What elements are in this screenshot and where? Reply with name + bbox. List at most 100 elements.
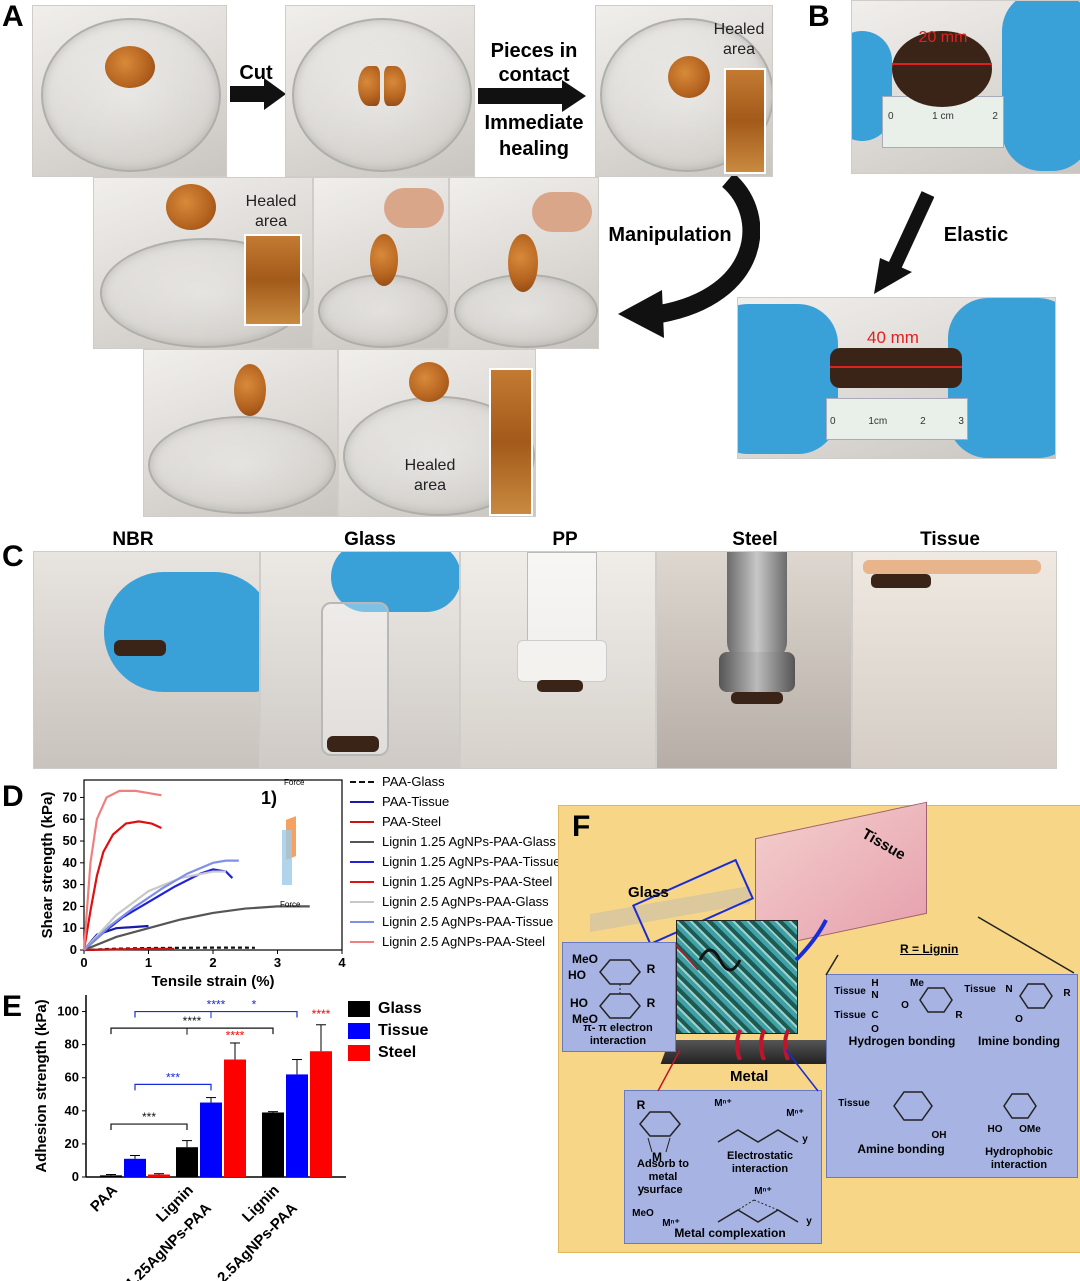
x-tick-label: 2 (209, 955, 216, 970)
legend-e-swatch (348, 1045, 370, 1061)
legend-swatch (350, 800, 374, 803)
legend-label: PAA-Steel (382, 814, 442, 829)
y-tick-label: 60 (63, 811, 77, 826)
legend-label: Lignin 1.25 AgNPs-PAA-Tissue (382, 854, 561, 869)
legend-swatch (350, 820, 374, 823)
legend-label: PAA-Glass (382, 774, 445, 789)
elastic-label: Elastic (943, 224, 1009, 246)
legend-e-item-0: Glass (348, 1000, 422, 1018)
f-r-2: R (646, 996, 656, 1010)
legend-item-5: Lignin 1.25 AgNPs-PAA-Steel (350, 874, 552, 889)
y-tick-label: 0 (72, 1169, 79, 1184)
f-m: M (652, 1150, 662, 1164)
photo-gel-in-dish (32, 5, 227, 177)
hydrogen-bonding-label: Hydrogen bonding (848, 1034, 956, 1048)
f-tissue-3: Tissue (964, 984, 996, 995)
legend-e-label: Tissue (378, 1022, 429, 1039)
legend-label: Lignin 1.25 AgNPs-PAA-Glass (382, 834, 556, 849)
elastic-arrow (874, 191, 934, 294)
f-r-5: R (955, 1010, 963, 1021)
sig-red-2: **** (312, 1007, 331, 1021)
series-line-0 (83, 946, 255, 952)
panel-b-letter: B (808, 0, 830, 33)
legend-e-swatch (348, 1023, 370, 1039)
f-r-6: R (1063, 988, 1071, 999)
inset-force-top: Force (284, 778, 305, 787)
bar-0-1 (124, 1158, 146, 1177)
series-line-6 (83, 870, 226, 951)
photo-nbr (33, 551, 260, 769)
material-tissue: Tissue (920, 529, 980, 550)
f-tissue-1: Tissue (834, 986, 866, 997)
y-tick-label: 40 (63, 855, 77, 870)
f-meo-2: MeO (572, 1012, 599, 1026)
lignin-ring-imine (1019, 983, 1053, 1009)
legend-label: Lignin 2.5 AgNPs-PAA-Glass (382, 894, 549, 909)
manipulation-curved-arrow (618, 176, 760, 338)
f-mn-1: Mⁿ⁺ (714, 1098, 732, 1109)
legend-item-4: Lignin 1.25 AgNPs-PAA-Tissue (350, 854, 560, 869)
y-axis-title: Adhesion strength (kPa) (33, 999, 50, 1172)
f-mn-3: Mⁿ⁺ (662, 1218, 680, 1229)
f-tissue-4: Tissue (838, 1098, 870, 1109)
legend-swatch (350, 880, 374, 883)
amine-bonding-label: Amine bonding (857, 1142, 945, 1156)
immediate-healing-line1: Immediate (484, 112, 584, 134)
category-label-0-0: PAA (87, 1182, 121, 1216)
bar-2-0 (262, 1112, 284, 1177)
pi-pi-rings (599, 959, 641, 1019)
x-axis-title: Tensile strain (%) (151, 973, 274, 990)
photo-pp (460, 551, 656, 769)
y-tick-label: 100 (57, 1004, 79, 1019)
f-o-3: O (1015, 1014, 1023, 1025)
bar-2-1 (286, 1074, 308, 1177)
r-lignin-label: R = Lignin (900, 942, 959, 956)
f-r-3: R (636, 1098, 646, 1112)
lignin-ring-amine (893, 1091, 933, 1121)
legend-item-2: PAA-Steel (350, 814, 441, 829)
x-tick-label: 3 (274, 955, 281, 970)
legend-swatch (350, 940, 374, 943)
inset-substrate (282, 830, 292, 885)
material-steel: Steel (732, 529, 778, 550)
f-meo-1: MeO (572, 952, 599, 966)
lignin-ring-hbond (919, 987, 953, 1013)
y-axis-title: Shear strength (kPa) (39, 792, 56, 939)
f-n-2: N (1005, 984, 1013, 995)
lignin-ring-hydrophobic (1003, 1093, 1037, 1119)
polymer-chains (698, 919, 828, 1060)
legend-swatch (350, 920, 374, 923)
panel-c-letter: C (2, 540, 24, 573)
f-ome: OMe (1019, 1124, 1041, 1135)
series-line-3 (83, 905, 310, 952)
f-o-2: O (901, 1000, 909, 1011)
inset-label: 1) (261, 788, 278, 808)
series-line-8 (82, 789, 162, 951)
f-ho-1: HO (568, 968, 586, 982)
x-tick-label: 0 (80, 955, 87, 970)
legend-e-label: Glass (378, 1000, 422, 1017)
legend-item-3: Lignin 1.25 AgNPs-PAA-Glass (350, 834, 556, 849)
y-tick-label: 0 (70, 942, 77, 957)
sig-bracket-tissue-all-label: **** (207, 998, 226, 1012)
x-tick-label: 1 (145, 955, 152, 970)
panel-e-letter: E (2, 990, 23, 1023)
y-tick-label: 70 (63, 789, 77, 804)
legend-e-swatch (348, 1001, 370, 1017)
f-y-1: y (802, 1134, 808, 1145)
f-mn-2: Mⁿ⁺ (786, 1108, 804, 1119)
y-tick-label: 20 (63, 898, 77, 913)
legend-swatch (350, 780, 374, 783)
f-meo-3: MeO (632, 1208, 654, 1219)
legend-swatch (350, 860, 374, 863)
y-tick-label: 20 (65, 1136, 79, 1151)
f-ho-3: HO (987, 1124, 1003, 1135)
polyacrylate-chain-2 (717, 1199, 799, 1223)
